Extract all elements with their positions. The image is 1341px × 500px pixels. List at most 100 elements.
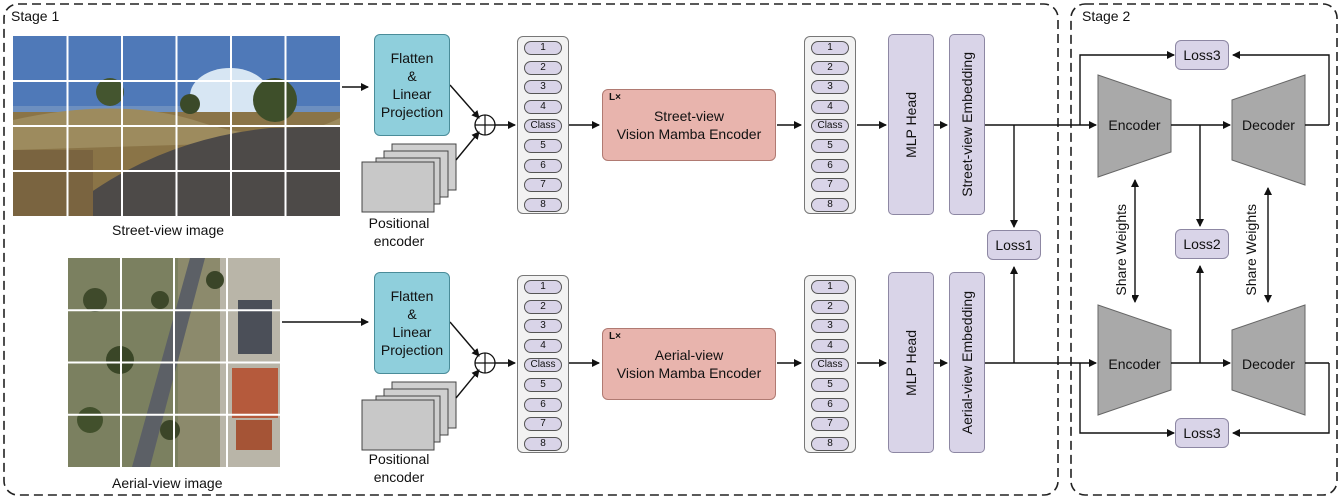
aerial-projection-box: Flatten & Linear Projection: [374, 272, 450, 374]
token-pill: 5: [811, 378, 849, 392]
token-pill: 6: [524, 397, 562, 412]
stage2-label: Stage 2: [1082, 8, 1131, 24]
token-pill: 2: [524, 299, 562, 314]
aerial-image-grid: [68, 258, 280, 467]
token-pill: 2: [811, 60, 849, 75]
encoder-bottom-shape: [1097, 304, 1172, 416]
encoder-bottom-label: Encoder: [1108, 356, 1161, 372]
positional-line: encoder: [373, 233, 425, 249]
projection-line: &: [407, 306, 417, 322]
aerial-image-caption: Aerial-view image: [112, 475, 223, 491]
aerial-mlp-head: MLP Head: [888, 272, 934, 453]
decoder-top-label: Decoder: [1242, 117, 1295, 133]
street-positional-label: Positional encoder: [356, 213, 442, 251]
decoder-bottom-label: Decoder: [1242, 356, 1295, 372]
projection-line: &: [407, 68, 417, 84]
token-pill: 4: [811, 99, 849, 114]
aerial-positional-label: Positional encoder: [356, 449, 442, 487]
aerial-layers-mark: L×: [609, 331, 621, 342]
token-pill: 7: [524, 178, 562, 193]
embedding-label: Street-view Embedding: [959, 52, 975, 197]
token-pill: 3: [811, 319, 849, 334]
street-mlp-head: MLP Head: [888, 34, 934, 215]
token-pill: 3: [524, 319, 562, 334]
projection-line: Projection: [380, 104, 444, 120]
loss1-box: Loss1: [987, 230, 1041, 260]
token-pill: 1: [524, 41, 562, 55]
token-pill: 1: [524, 280, 562, 294]
street-layers-mark: L×: [609, 92, 621, 103]
token-pill: 8: [811, 436, 849, 451]
share-weights-label: Share Weights: [1243, 204, 1259, 296]
token-pill: 5: [524, 139, 562, 153]
aerial-embedding: Aerial-view Embedding: [949, 272, 985, 453]
token-pill: 4: [524, 99, 562, 114]
token-pill: Class: [524, 119, 562, 134]
street-image-caption: Street-view image: [112, 222, 225, 238]
encoder-top-shape: [1097, 74, 1172, 178]
positional-line: Positional: [368, 215, 430, 231]
loss3-top-box: Loss3: [1175, 40, 1229, 70]
token-pill: 2: [524, 60, 562, 75]
token-pill: 8: [524, 436, 562, 451]
street-image-grid: [13, 36, 340, 216]
stage1-label: Stage 1: [11, 8, 60, 24]
token-pill: 7: [524, 417, 562, 432]
sum-node-aerial: [474, 352, 496, 374]
positional-line: Positional: [368, 451, 430, 467]
token-pill: 3: [811, 80, 849, 95]
projection-line: Linear: [392, 86, 432, 102]
sum-node-street: [474, 114, 496, 136]
token-pill: Class: [811, 358, 849, 373]
mlp-head-label: MLP Head: [903, 91, 919, 158]
encoder-top-label: Encoder: [1108, 117, 1161, 133]
token-pill: 6: [524, 158, 562, 173]
token-pill: 6: [811, 397, 849, 412]
token-pill: Class: [524, 358, 562, 373]
projection-line: Flatten: [390, 288, 434, 304]
token-pill: 8: [524, 197, 562, 212]
street-embedding: Street-view Embedding: [949, 34, 985, 215]
projection-line: Linear: [392, 324, 432, 340]
token-pill: 7: [811, 178, 849, 193]
projection-line: Flatten: [390, 50, 434, 66]
token-pill: 1: [811, 41, 849, 55]
positional-encoder-stack-aerial: [361, 381, 457, 451]
embedding-label: Aerial-view Embedding: [959, 290, 975, 435]
decoder-bottom-shape: [1231, 304, 1306, 416]
street-projection-box: Flatten & Linear Projection: [374, 34, 450, 136]
token-pill: 2: [811, 299, 849, 314]
stage1-frame: [3, 3, 1059, 496]
share-weights-label: Share Weights: [1113, 204, 1129, 296]
encoder-line: Aerial-view: [654, 347, 724, 363]
token-pill: 4: [524, 338, 562, 353]
share-weights-right: Share Weights: [1240, 200, 1262, 300]
positional-encoder-stack-street: [361, 143, 457, 213]
token-pill: Class: [811, 119, 849, 134]
aerial-mamba-encoder: Aerial-view Vision Mamba Encoder: [602, 328, 776, 400]
decoder-top-shape: [1231, 74, 1306, 186]
token-pill: 1: [811, 280, 849, 294]
share-weights-left: Share Weights: [1110, 200, 1132, 300]
street-mamba-encoder: Street-view Vision Mamba Encoder: [602, 89, 776, 161]
token-pill: 5: [811, 139, 849, 153]
encoder-line: Vision Mamba Encoder: [616, 365, 762, 381]
positional-line: encoder: [373, 469, 425, 485]
mlp-head-label: MLP Head: [903, 329, 919, 396]
projection-line: Projection: [380, 342, 444, 358]
token-pill: 5: [524, 378, 562, 392]
loss3-bottom-box: Loss3: [1175, 418, 1229, 448]
token-pill: 4: [811, 338, 849, 353]
token-pill: 8: [811, 197, 849, 212]
token-pill: 3: [524, 80, 562, 95]
encoder-line: Street-view: [653, 108, 724, 124]
loss2-box: Loss2: [1175, 229, 1229, 259]
token-pill: 6: [811, 158, 849, 173]
token-pill: 7: [811, 417, 849, 432]
